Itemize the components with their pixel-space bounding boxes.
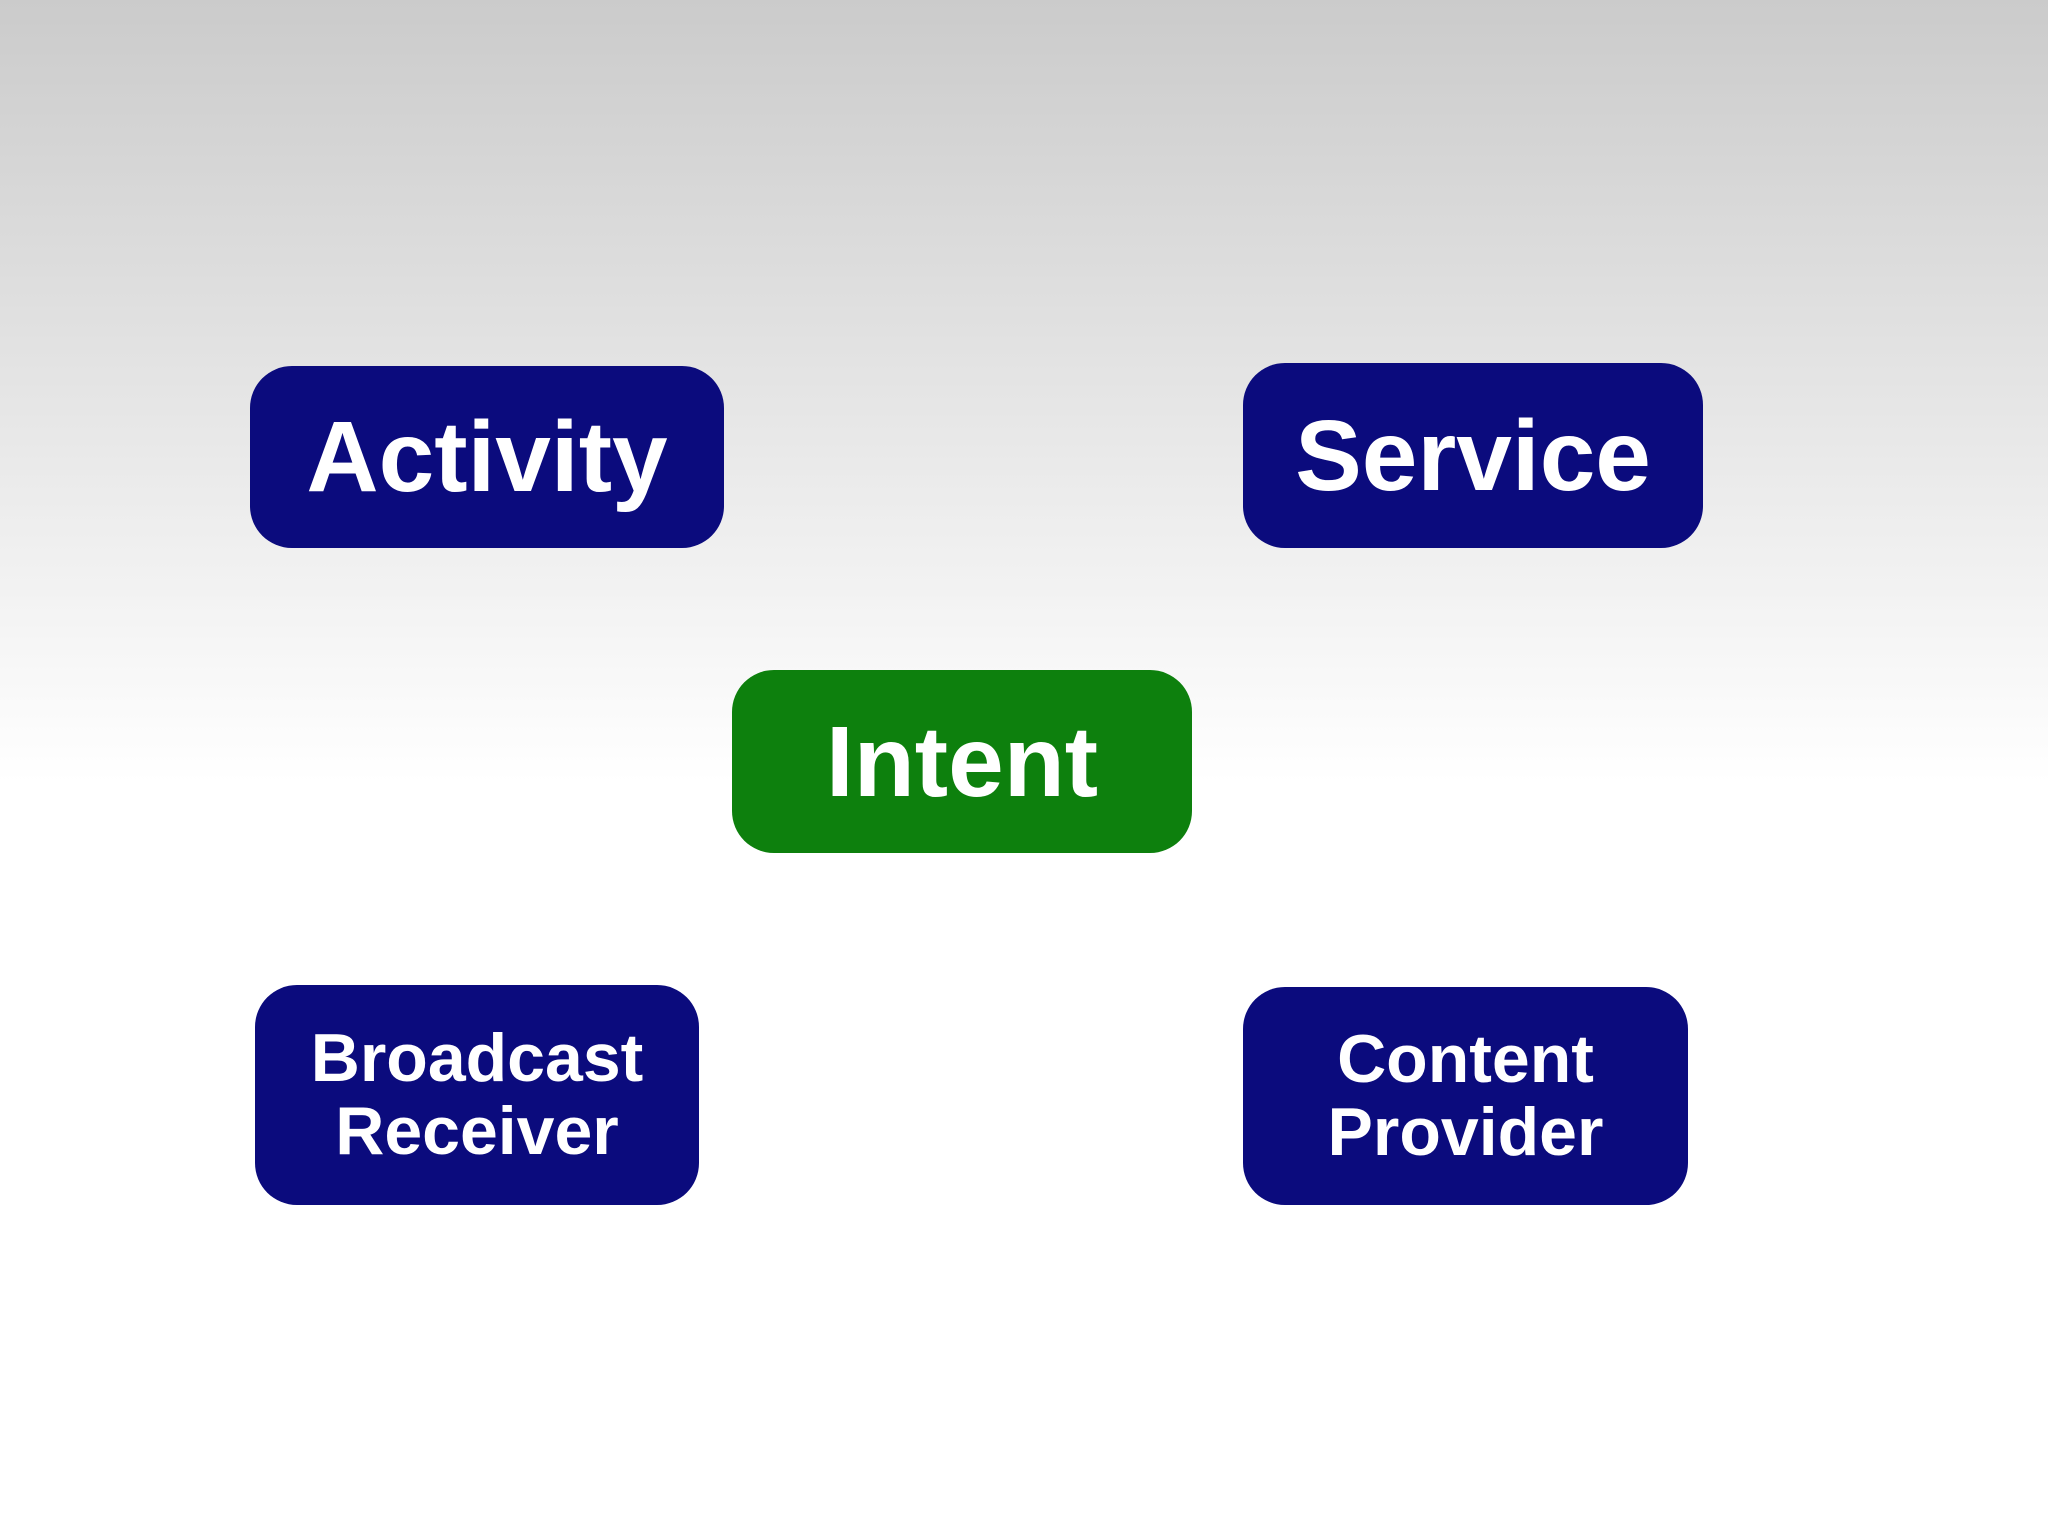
node-activity: Activity [250, 366, 724, 548]
node-content-provider: Content Provider [1243, 987, 1688, 1205]
node-intent: Intent [732, 670, 1192, 853]
node-intent-label: Intent [825, 705, 1099, 818]
node-service-label: Service [1295, 399, 1651, 512]
node-activity-label: Activity [306, 401, 668, 513]
node-broadcast-receiver-label: Broadcast Receiver [310, 1019, 644, 1169]
node-content-provider-label: Content Provider [1327, 1020, 1604, 1170]
node-broadcast-receiver: Broadcast Receiver [255, 985, 699, 1205]
node-service: Service [1243, 363, 1703, 548]
